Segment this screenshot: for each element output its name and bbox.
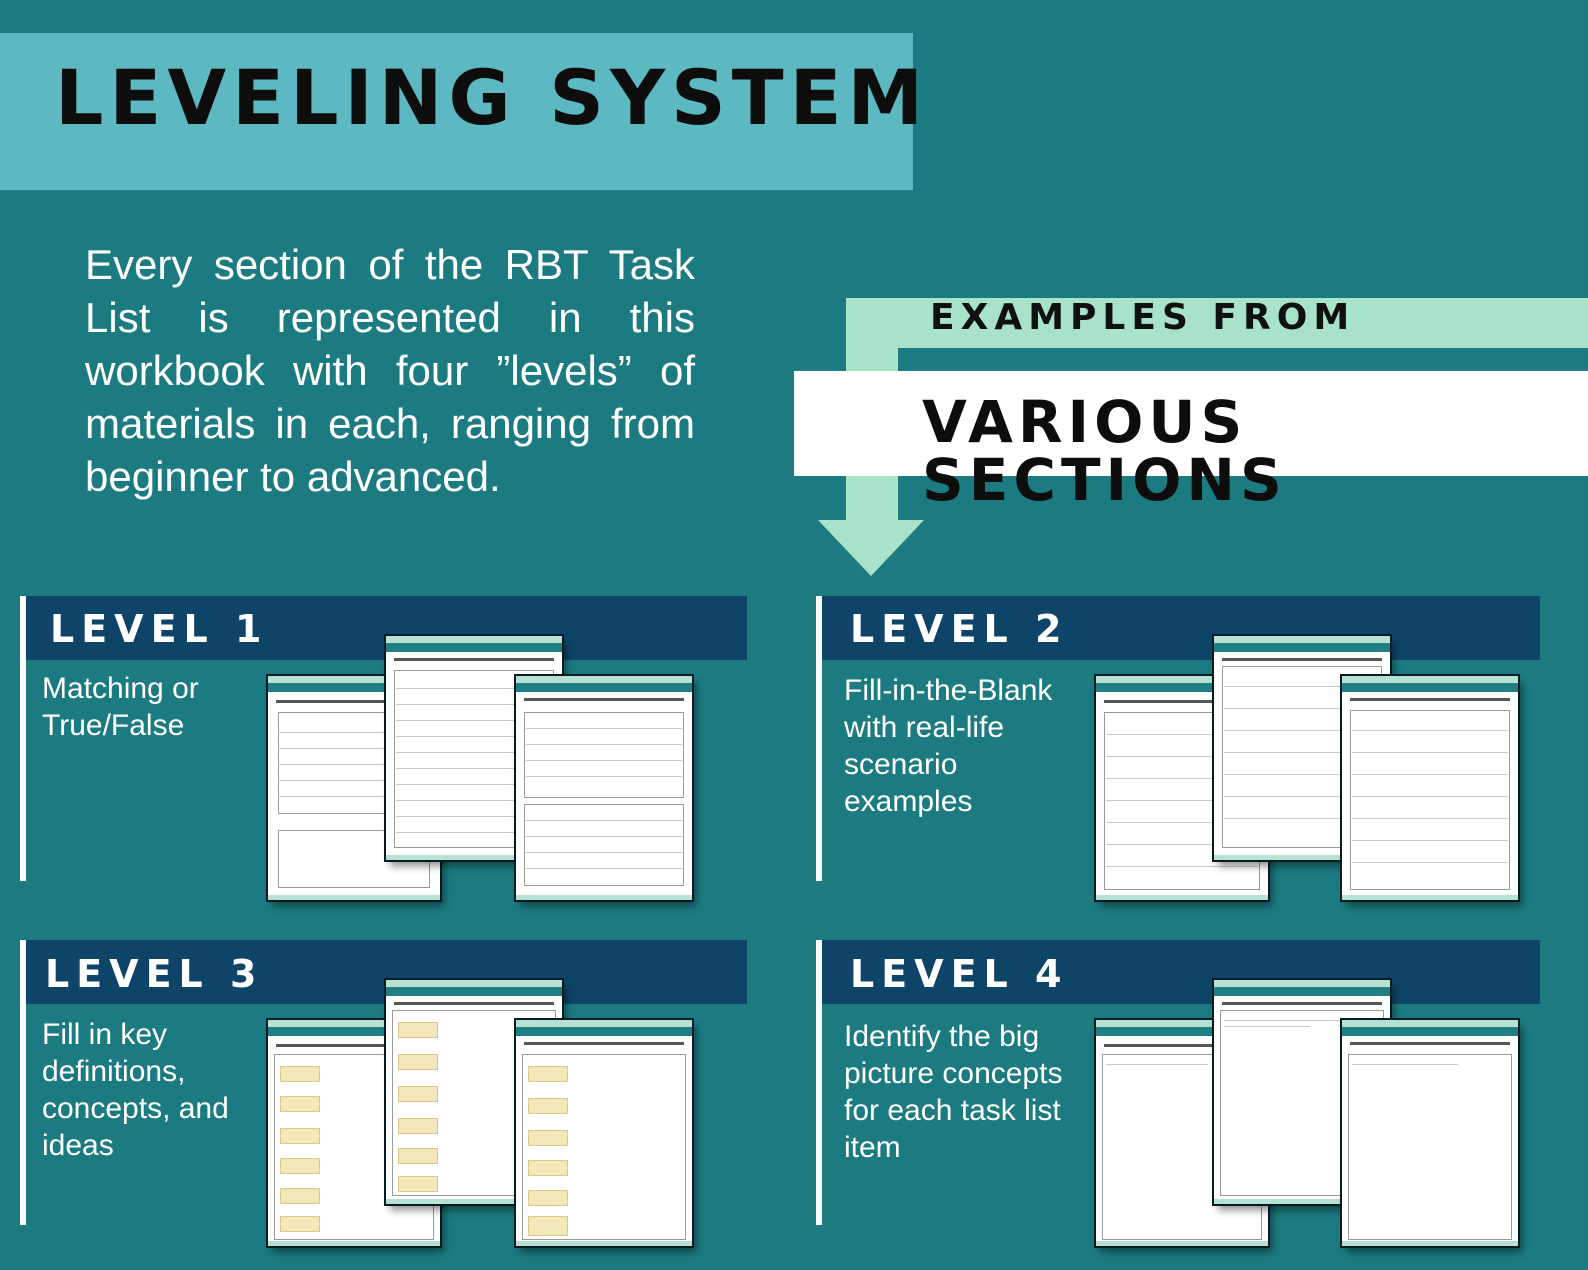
- level-2-accent-line: [816, 596, 822, 881]
- intro-paragraph: Every section of the RBT Task List is re…: [85, 241, 695, 500]
- arrow-horizontal-bar: [846, 298, 1588, 348]
- page-title: LEVELING SYSTEM: [55, 53, 930, 142]
- level-1-header-bar: [20, 596, 747, 660]
- level-3-accent-line: [20, 940, 26, 1225]
- level-1-worksheet-assessment: [516, 676, 692, 900]
- level-4-description: Identify the big picture concepts for ea…: [844, 1020, 1063, 1164]
- level-3-description: Fill in key definitions, concepts, and i…: [42, 1018, 229, 1162]
- level-1-description: Matching or True/False: [42, 672, 199, 742]
- various-sections-label: VARIOUS SECTIONS: [922, 388, 1287, 514]
- title-band: [0, 33, 913, 190]
- arrow-down-icon: [818, 520, 924, 576]
- level-4-worksheet-c: [1342, 1020, 1518, 1246]
- level-2-title: LEVEL 2: [850, 607, 1069, 651]
- level-2-worksheet-c: [1342, 676, 1518, 900]
- level-4-title: LEVEL 4: [850, 952, 1069, 996]
- various-sections-banner: [794, 371, 1588, 476]
- level-2-header-bar: [816, 596, 1540, 660]
- level-4-header-bar: [816, 940, 1540, 1004]
- level-3-worksheet-c: [516, 1020, 692, 1246]
- level-3-title: LEVEL 3: [45, 952, 264, 996]
- level-1-accent-line: [20, 596, 26, 881]
- level-3-header-bar: [20, 940, 747, 1004]
- level-2-description: Fill-in-the-Blank with real-life scenari…: [844, 674, 1053, 818]
- examples-from-label: EXAMPLES FROM: [930, 297, 1356, 338]
- level-1-title: LEVEL 1: [50, 607, 269, 651]
- level-4-accent-line: [816, 940, 822, 1225]
